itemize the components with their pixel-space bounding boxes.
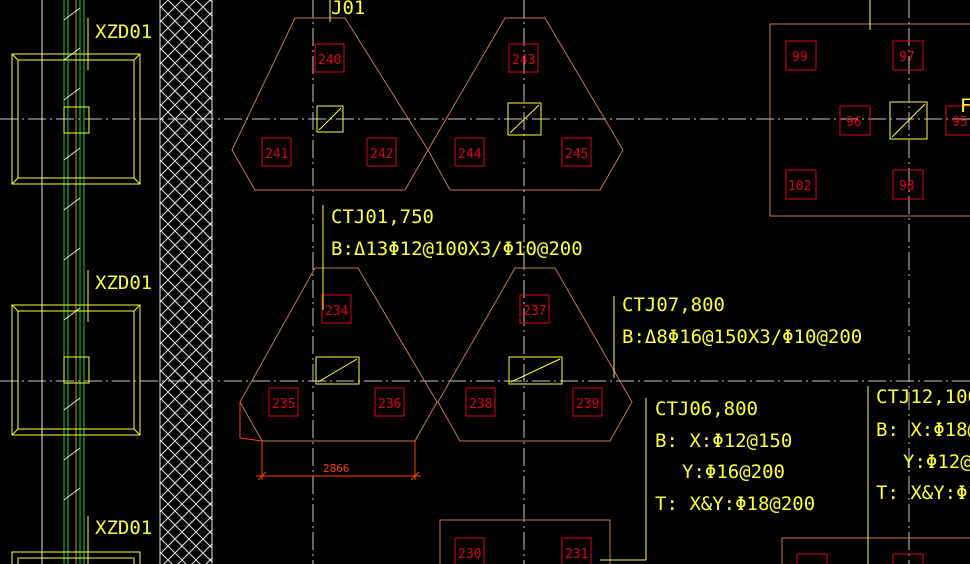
- note-ctj12-t: T: X&Y:Φ1: [876, 482, 970, 504]
- note-ctj12-y: Y:Φ12@: [903, 451, 970, 473]
- note-ctj12-b: B: X:Φ18@: [876, 419, 970, 441]
- pile-cap-bottom-right: [781, 537, 970, 564]
- pile-241: 241: [261, 137, 292, 167]
- svg-text:235: 235: [272, 397, 295, 412]
- pile-cap-lower-right: [437, 267, 633, 442]
- pile-234: 234: [321, 294, 352, 324]
- grid-label: XZD01: [95, 517, 152, 539]
- pile-98: 98: [892, 169, 924, 200]
- svg-text:98: 98: [899, 179, 915, 194]
- note-ctj06-title: CTJ06,800: [655, 398, 758, 420]
- pile-242: 242: [366, 137, 397, 167]
- svg-text:234: 234: [325, 304, 349, 319]
- svg-text:99: 99: [792, 50, 808, 65]
- dimension-text: 2866: [323, 462, 350, 475]
- svg-text:245: 245: [565, 147, 588, 162]
- pile-245: 245: [561, 137, 592, 167]
- pile-238: 238: [465, 387, 496, 417]
- pile-95: 95: [945, 105, 970, 136]
- pile-97: 97: [892, 40, 924, 71]
- pile-243: 243: [508, 43, 539, 73]
- note-ctj06-y: Y:Φ16@200: [682, 461, 785, 483]
- pile-236: 236: [374, 387, 405, 417]
- pile-237: 237: [519, 294, 550, 324]
- pile-102: 102: [785, 169, 817, 200]
- svg-text:237: 237: [523, 304, 546, 319]
- pile-cap-upper-right: [427, 17, 624, 191]
- pile-96: 96: [839, 105, 871, 136]
- pile-cap-right-top: [769, 23, 970, 217]
- svg-text:96: 96: [846, 115, 862, 130]
- left-column-strip: XZD01 XZD01 XZD01: [11, 0, 152, 564]
- pile-cap-lower-left: [239, 267, 438, 442]
- note-top-partial: J01: [331, 0, 365, 19]
- pile-239: 239: [572, 387, 603, 417]
- note-right-edge-partial: F: [960, 95, 970, 117]
- pile-240: 240: [314, 43, 345, 73]
- note-ctj12-title: CTJ12,1000: [876, 386, 970, 408]
- svg-text:239: 239: [576, 397, 599, 412]
- pile-labels: 240 243 241 242 244 245 234 237 235 236 …: [261, 40, 970, 564]
- column-box-2: [11, 304, 141, 436]
- svg-text:238: 238: [469, 397, 492, 412]
- note-ctj06-t: T: X&Y:Φ18@200: [655, 493, 815, 515]
- pile-230: 230: [454, 537, 485, 564]
- annotations: J01 CTJ01,750 B:Δ13Φ12@100X3/Φ10@200 CTJ…: [331, 0, 970, 515]
- svg-text:230: 230: [458, 547, 481, 562]
- pile-105: 105: [796, 553, 828, 564]
- svg-text:244: 244: [458, 147, 482, 162]
- svg-text:231: 231: [565, 547, 588, 562]
- note-ctj07-rebar: B:Δ8Φ16@150X3/Φ10@200: [622, 326, 862, 348]
- svg-text:241: 241: [265, 147, 288, 162]
- svg-text:243: 243: [512, 53, 535, 68]
- pile-103: 103: [892, 553, 924, 564]
- pile-cap-bottom-center: [439, 519, 611, 564]
- annotation-leaders: [322, 0, 871, 564]
- pile-235: 235: [268, 387, 299, 417]
- dimension-2866: 2866: [239, 402, 421, 481]
- svg-text:102: 102: [788, 179, 811, 194]
- column-box-3: [11, 551, 141, 564]
- note-ctj01-rebar: B:Δ13Φ12@100X3/Φ10@200: [331, 238, 583, 260]
- svg-text:240: 240: [318, 53, 341, 68]
- note-ctj01-title: CTJ01,750: [331, 206, 434, 228]
- note-ctj06-b: B: X:Φ12@150: [655, 430, 792, 452]
- note-ctj07-title: CTJ07,800: [622, 294, 725, 316]
- grid-label: XZD01: [95, 21, 152, 43]
- pile-cap-upper-left: [231, 17, 429, 191]
- grid-label: XZD01: [95, 272, 152, 294]
- svg-text:95: 95: [952, 115, 968, 130]
- column-box-1: [11, 53, 141, 185]
- pile-99: 99: [785, 40, 817, 71]
- pile-244: 244: [454, 137, 485, 167]
- svg-text:236: 236: [378, 397, 401, 412]
- pile-231: 231: [561, 537, 592, 564]
- svg-text:97: 97: [899, 50, 915, 65]
- hatched-wall: [159, 0, 213, 564]
- svg-text:242: 242: [370, 147, 393, 162]
